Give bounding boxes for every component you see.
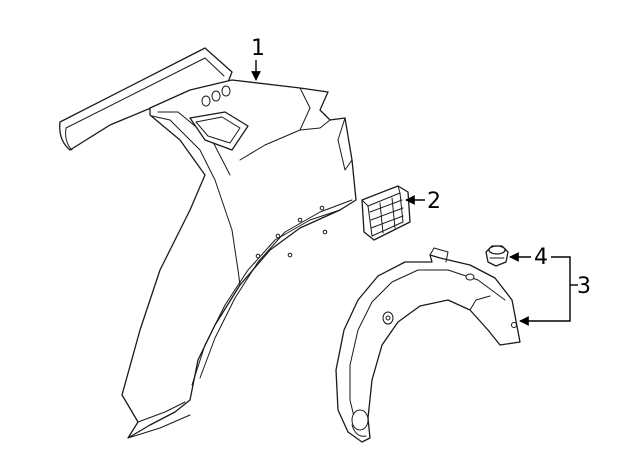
panel-hole — [201, 95, 211, 107]
callout-leaders — [251, 60, 578, 326]
callout-1: 1 — [251, 36, 265, 61]
panel-hole — [211, 90, 221, 102]
quarter-panel — [59, 47, 357, 439]
roof-rail — [59, 47, 233, 151]
callout-2: 2 — [427, 189, 441, 214]
panel-hole — [221, 85, 231, 97]
quarter-window-opening — [189, 111, 249, 151]
callout-3: 3 — [577, 274, 591, 299]
push-nut — [485, 245, 509, 267]
callout-4: 4 — [534, 245, 548, 270]
vent-grille — [361, 185, 411, 241]
leader-3 — [519, 256, 571, 326]
wheelhouse-liner-assembly — [335, 247, 521, 443]
